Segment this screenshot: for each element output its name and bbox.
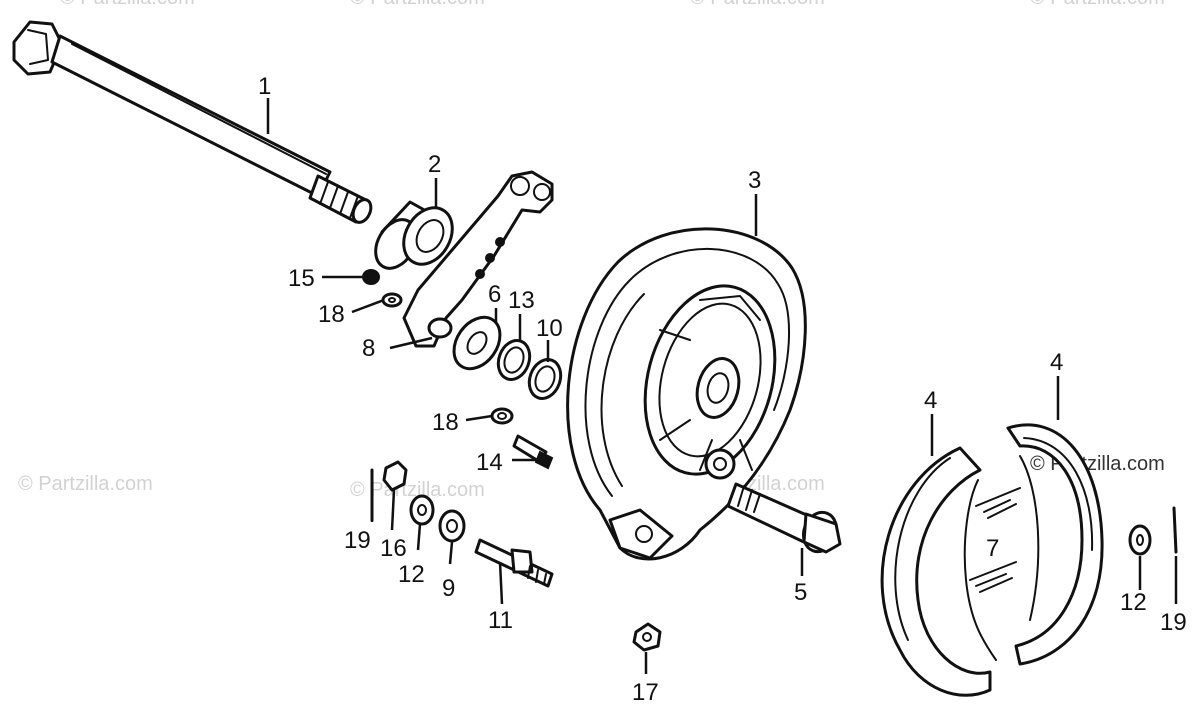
- callout-12a: 12: [398, 561, 425, 588]
- callout-1: 1: [258, 73, 271, 100]
- axle-part-1: [12, 20, 373, 224]
- spring-part-7a: [975, 487, 1021, 519]
- watermark-top-3: © Partzilla.com: [690, 0, 825, 9]
- callout-18a: 18: [318, 301, 345, 328]
- callout-19a: 19: [344, 527, 371, 554]
- collar-part-2: [374, 200, 454, 270]
- brake-shoes-part-4: [880, 423, 1104, 697]
- callout-4b: 4: [1050, 349, 1063, 376]
- nut-part-15: [362, 269, 380, 285]
- callout-3: 3: [748, 167, 761, 194]
- callout-19b: 19: [1160, 609, 1187, 636]
- watermark-top-2: © Partzilla.com: [350, 0, 485, 9]
- callout-7: 7: [986, 535, 999, 562]
- washer-part-6: [452, 315, 502, 371]
- callout-10: 10: [536, 315, 563, 342]
- brake-panel-part-3: [566, 227, 807, 561]
- washer-part-12b: [1128, 524, 1152, 556]
- callout-4a: 4: [924, 387, 937, 414]
- callout-12b: 12: [1120, 589, 1147, 616]
- cam-part-5: [726, 482, 842, 554]
- nut-part-16: [382, 460, 408, 492]
- callout-8: 8: [362, 335, 375, 362]
- callout-17: 17: [632, 679, 659, 706]
- callout-18b: 18: [432, 409, 459, 436]
- washer-part-18a: [381, 292, 403, 308]
- callout-5: 5: [794, 579, 807, 606]
- washer-part-18b: [490, 407, 514, 425]
- spring-part-7b: [969, 561, 1017, 593]
- callout-11: 11: [488, 607, 513, 634]
- watermark-top-4: © Partzilla.com: [1030, 0, 1165, 9]
- callout-15: 15: [288, 265, 315, 292]
- callout-16: 16: [380, 535, 407, 562]
- small-hardware: [362, 269, 1178, 652]
- watermark-left: © Partzilla.com: [18, 473, 153, 495]
- callout-2: 2: [428, 151, 441, 178]
- pin-part-19b: [1172, 506, 1178, 554]
- watermark-center-left: © Partzilla.com: [350, 479, 485, 501]
- nut-part-17: [632, 622, 662, 652]
- washer-part-9: [438, 509, 466, 543]
- callout-13: 13: [508, 287, 535, 314]
- watermark-top-1: © Partzilla.com: [60, 0, 195, 9]
- callout-14: 14: [476, 449, 503, 476]
- washer-part-12a: [409, 494, 435, 526]
- callout-6: 6: [488, 281, 501, 308]
- callout-labels: 1 2 3 4 4 5 6 7 8 9 10 11 12 12 13 14 15…: [258, 73, 1187, 706]
- callout-9: 9: [442, 575, 455, 602]
- brake-arm-part-8: [402, 170, 554, 348]
- leader-lines: [266, 98, 1178, 674]
